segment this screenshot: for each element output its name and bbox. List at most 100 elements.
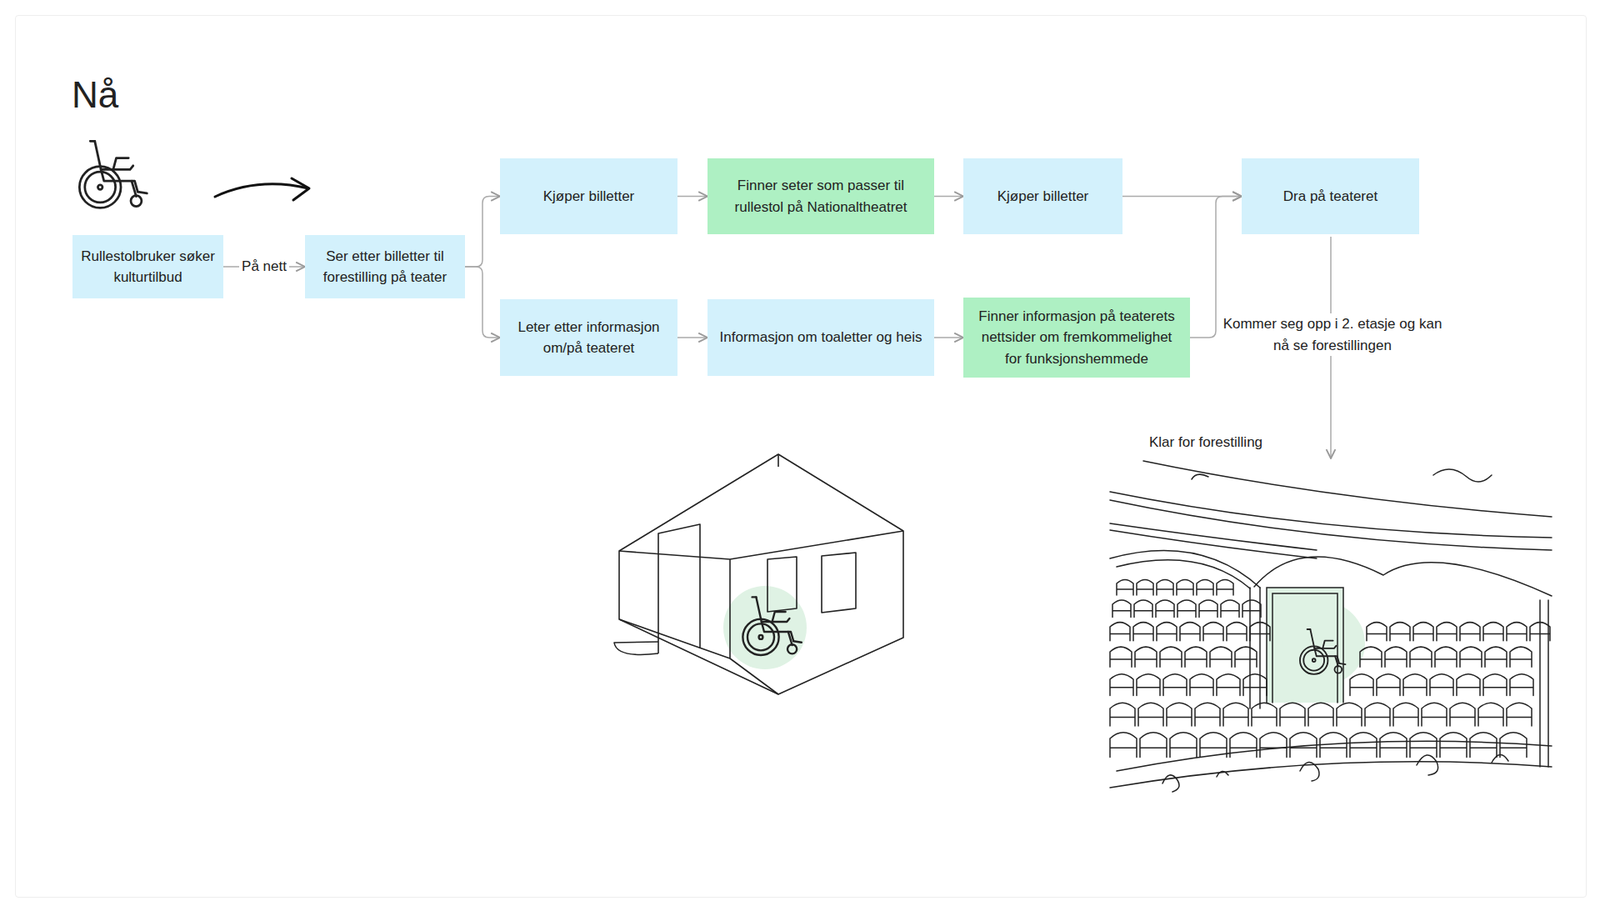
seat-stroke <box>1110 702 1135 726</box>
seat-stroke <box>1460 622 1480 641</box>
box-text: Dra på teateret <box>1283 185 1378 208</box>
seat-stroke <box>1350 732 1377 758</box>
curved-arrow <box>215 184 309 197</box>
seat-stroke <box>1230 732 1257 758</box>
seat-stroke <box>1136 674 1160 696</box>
process-box: Kjøper billetter <box>500 158 678 235</box>
seat-stroke <box>1210 646 1232 667</box>
seat-stroke <box>1155 600 1175 617</box>
seat-stroke <box>1110 646 1132 667</box>
connector <box>677 195 708 198</box>
box-text: Informasjon om toaletter og heis <box>720 326 923 349</box>
seat-stroke <box>1500 732 1527 758</box>
seat-stroke <box>1226 622 1247 641</box>
box-text: Kjøper billetter <box>543 185 635 208</box>
wheelchair-icon <box>79 140 147 208</box>
process-box: Kjøper billetter <box>963 158 1123 235</box>
seat-stroke <box>1190 674 1214 696</box>
seat-stroke <box>1530 622 1550 641</box>
seat-stroke <box>1365 702 1390 726</box>
seat-stroke <box>1180 622 1200 641</box>
connector <box>934 195 964 198</box>
process-box: Finner seter som passer til rullestol på… <box>707 158 935 235</box>
seat-stroke <box>1203 622 1224 641</box>
seat-stroke <box>1223 702 1249 726</box>
seat-stroke <box>1410 646 1432 667</box>
seat-stroke <box>1138 702 1164 726</box>
seat-stroke <box>1112 600 1131 617</box>
seat-stroke <box>1470 732 1497 758</box>
connector <box>934 336 964 339</box>
seat-stroke <box>1243 674 1267 696</box>
seat-stroke <box>1360 646 1382 667</box>
seat-stroke <box>1280 702 1305 726</box>
seat-stroke <box>1216 580 1234 596</box>
seat-stroke <box>1376 674 1400 696</box>
seat-stroke <box>1308 702 1334 726</box>
box-text: Kjøper billetter <box>997 185 1090 208</box>
seat-stroke <box>1185 646 1207 667</box>
note-label: Kommer seg opp i 2. etasje og kan nå se … <box>1217 313 1448 356</box>
connector <box>465 266 500 338</box>
seat-stroke <box>1366 622 1387 641</box>
process-box: Leter etter informasjon om/på teateret <box>500 299 678 376</box>
room-sketch <box>614 454 904 695</box>
seat-stroke <box>1166 702 1192 726</box>
seat-stroke <box>1483 622 1504 641</box>
box-text: Ser etter billetter til forestilling på … <box>313 245 457 289</box>
seat-stroke <box>1410 732 1437 758</box>
box-text: Finner seter som passer til rullestol på… <box>715 175 926 218</box>
connector <box>677 336 708 339</box>
seat-stroke <box>1156 622 1177 641</box>
seat-stroke <box>1251 702 1277 726</box>
seat-stroke <box>1156 580 1174 596</box>
seat-stroke <box>1456 674 1480 696</box>
seat-stroke <box>1483 674 1507 696</box>
seat-stroke <box>1110 622 1130 641</box>
process-box: Ser etter billetter til forestilling på … <box>305 235 465 299</box>
seat-stroke <box>1110 674 1134 696</box>
process-box: Finner informasjon på teaterets nettside… <box>963 297 1190 379</box>
seat-stroke <box>1220 600 1240 617</box>
seat-stroke <box>1177 600 1196 617</box>
seat-stroke <box>1216 674 1240 696</box>
seat-stroke <box>1460 646 1482 667</box>
seat-stroke <box>1510 674 1534 696</box>
seat-stroke <box>1436 622 1457 641</box>
box-text: Leter etter informasjon om/på teateret <box>508 316 670 360</box>
process-box: Informasjon om toaletter og heis <box>707 299 935 376</box>
seat-stroke <box>1176 580 1194 596</box>
note-label: Klar for forestilling <box>1146 431 1265 454</box>
seat-stroke <box>1380 732 1407 758</box>
seat-stroke <box>1440 732 1467 758</box>
seat-stroke <box>1160 646 1182 667</box>
seat-stroke <box>1133 622 1154 641</box>
seat-stroke <box>1199 600 1218 617</box>
seat-stroke <box>1435 646 1457 667</box>
seat-stroke <box>1235 646 1257 667</box>
seat-stroke <box>1116 580 1134 596</box>
page-frame <box>15 15 1587 898</box>
seat-stroke <box>1506 622 1527 641</box>
seat-stroke <box>1510 646 1532 667</box>
box-text: Finner informasjon på teaterets nettside… <box>971 305 1182 370</box>
seat-stroke <box>1250 622 1270 641</box>
seat-stroke <box>1170 732 1197 758</box>
seat-stroke <box>1134 600 1153 617</box>
seat-stroke <box>1195 702 1220 726</box>
seat-stroke <box>1200 732 1227 758</box>
theatre-sketch <box>1110 460 1552 792</box>
seat-stroke <box>1421 702 1447 726</box>
edge-label: På nett <box>239 255 290 278</box>
seat-stroke <box>1506 702 1532 726</box>
process-box: Rullestolbruker søker kulturtilbud <box>72 235 224 299</box>
connector <box>465 196 500 268</box>
seat-stroke <box>1478 702 1504 726</box>
seat-stroke <box>1350 674 1374 696</box>
seat-stroke <box>1336 702 1362 726</box>
seat-stroke <box>1450 702 1475 726</box>
seat-stroke <box>1390 622 1410 641</box>
seat-stroke <box>1260 732 1287 758</box>
seat-stroke <box>1196 580 1214 596</box>
